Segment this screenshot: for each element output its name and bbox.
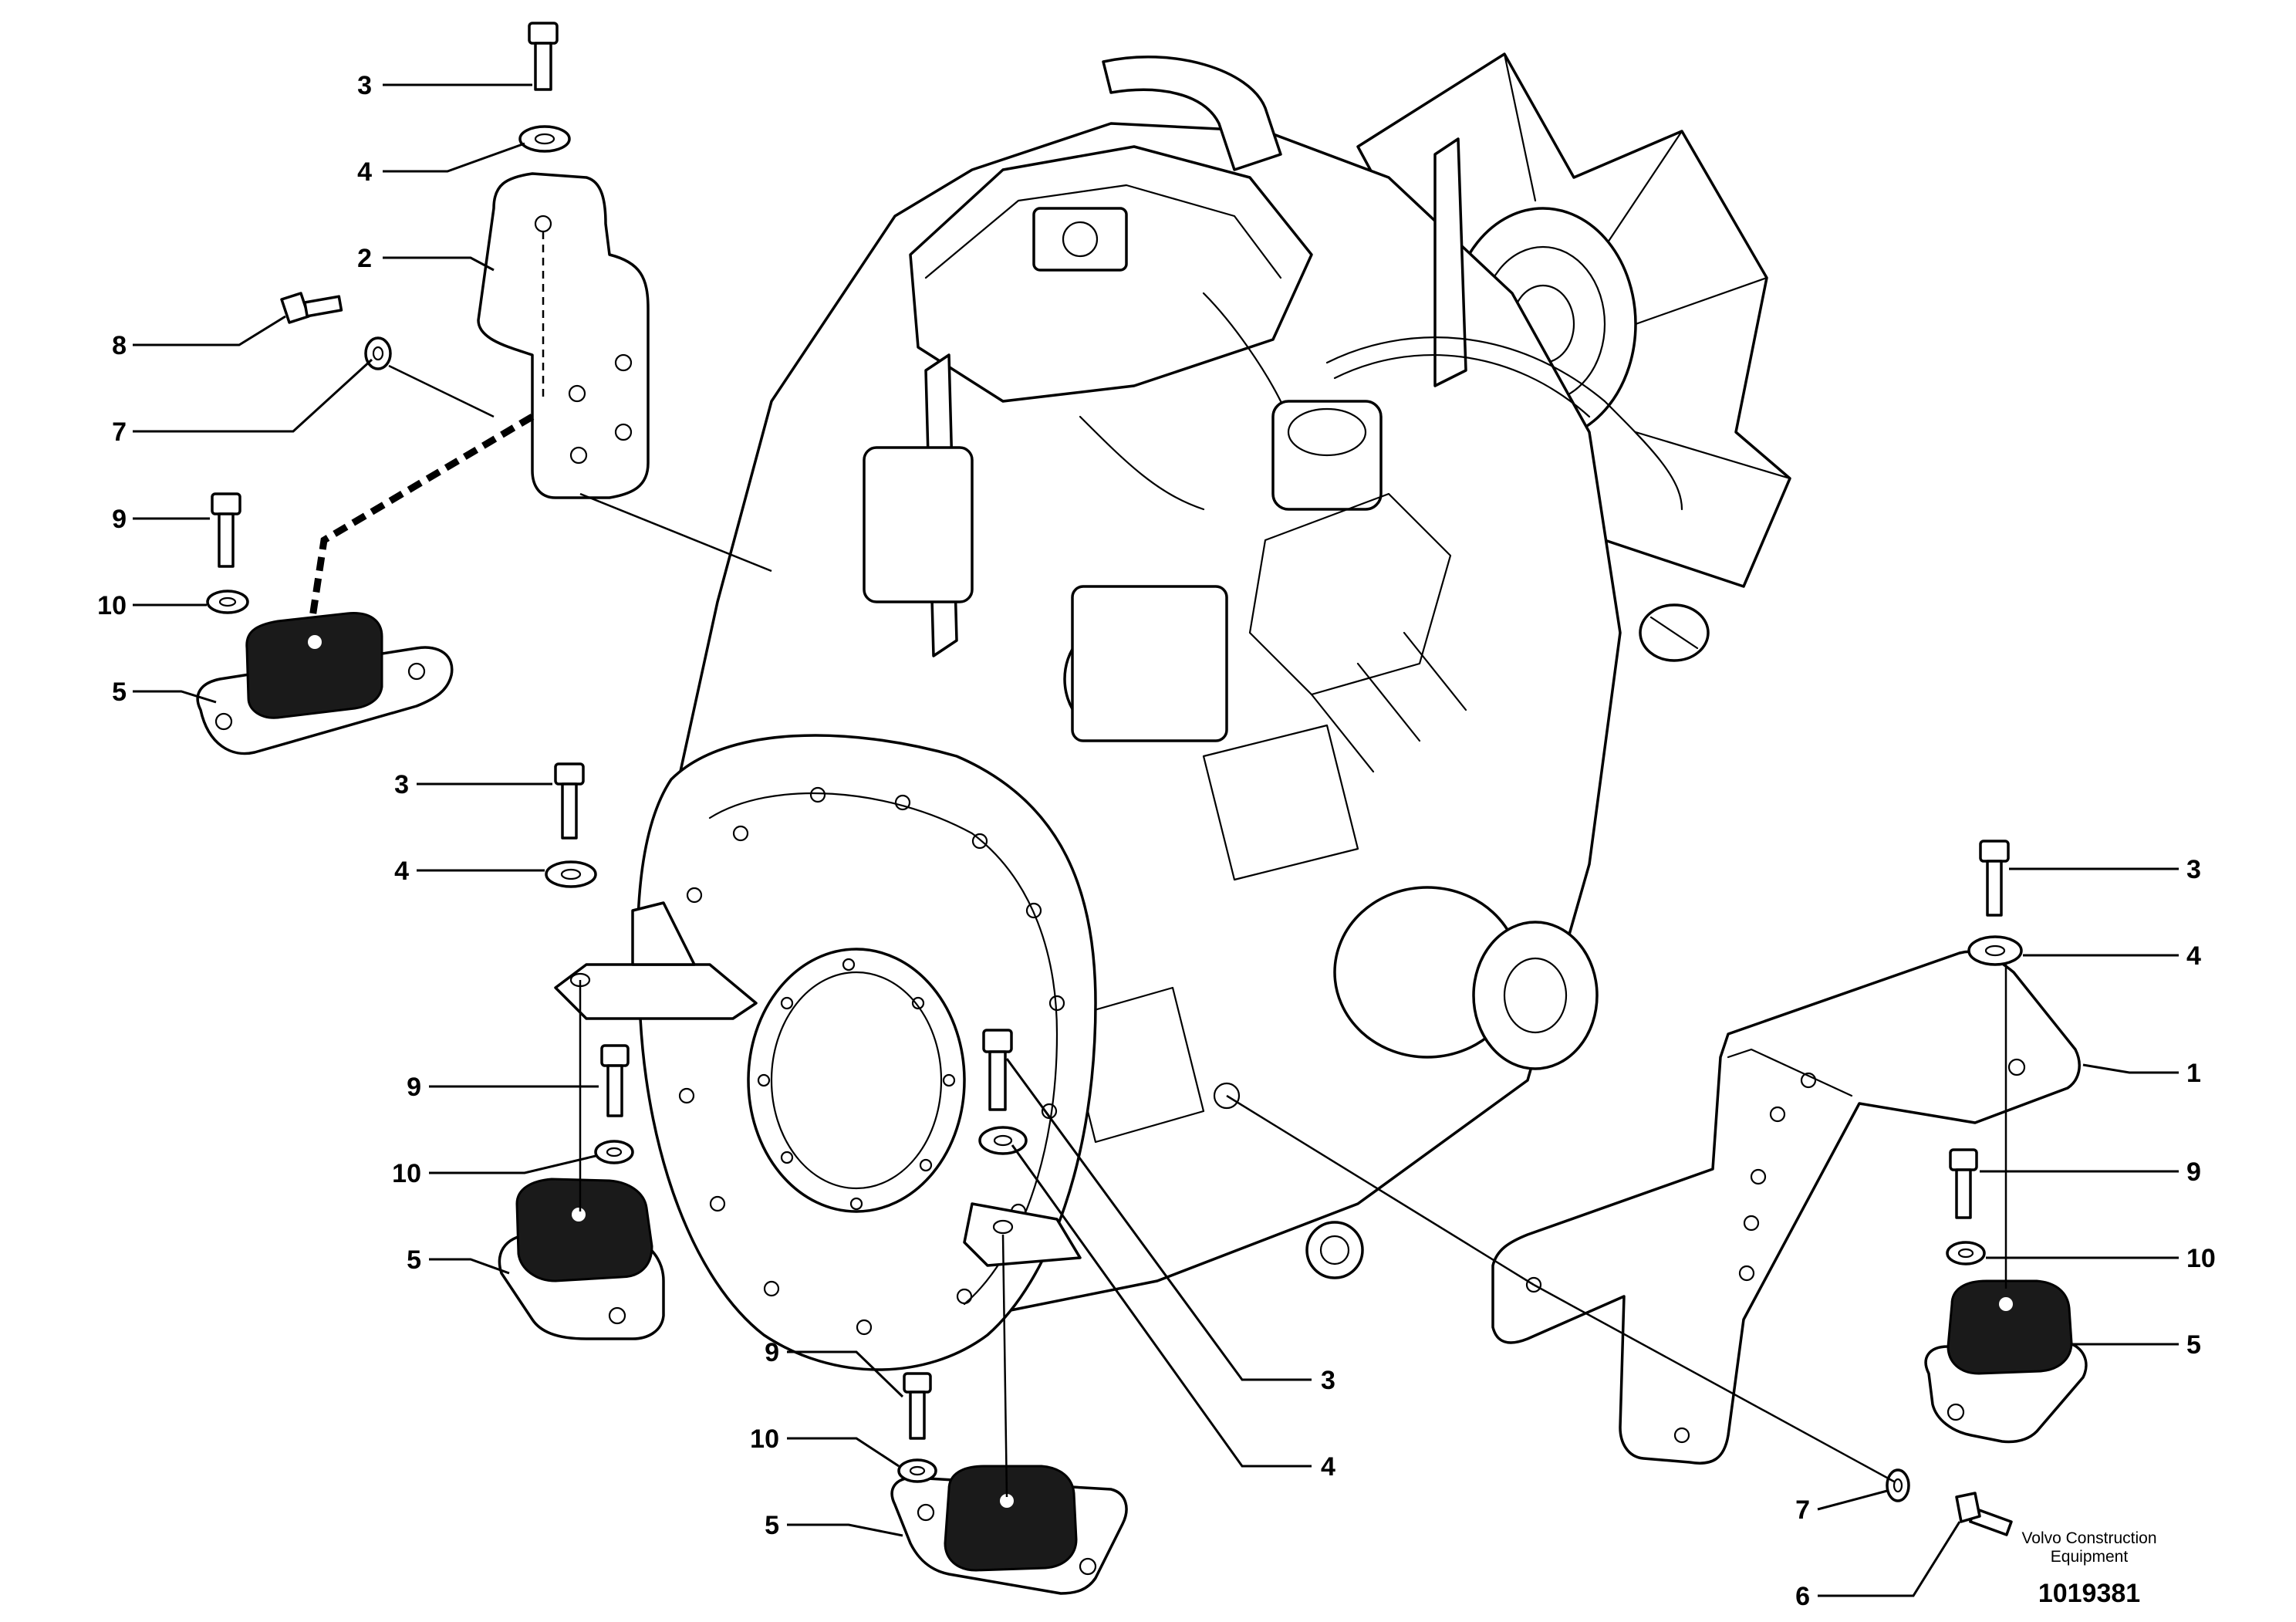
- engine-bracket-right: [1491, 950, 2081, 1465]
- engine-assembly: [554, 52, 1791, 1371]
- rubber-mount-upper-left: [196, 612, 454, 755]
- brand-line-2: Equipment: [2051, 1548, 2129, 1566]
- callout-5: 5: [2186, 1330, 2201, 1360]
- callout-4: 4: [1321, 1452, 1335, 1482]
- callout-1: 1: [2186, 1059, 2201, 1088]
- rubber-mount-middle-left: [498, 1178, 665, 1340]
- callout-2: 2: [357, 244, 372, 273]
- callout-7: 7: [1795, 1495, 1810, 1525]
- callout-numbers: 3 4 2 8 7 9 10 5 3 4 9 10 5 9 10 5 3 4 3…: [97, 71, 2216, 1611]
- callout-3: 3: [357, 71, 372, 100]
- callout-7: 7: [112, 417, 127, 447]
- rubber-mount-right: [1924, 1279, 2088, 1444]
- engine-bracket-left: [477, 172, 650, 499]
- callout-10: 10: [392, 1159, 421, 1188]
- callout-10: 10: [750, 1424, 779, 1454]
- callout-9: 9: [765, 1338, 779, 1367]
- assembly-axis-lines: [309, 364, 2007, 1498]
- callout-5: 5: [112, 678, 127, 707]
- callout-5: 5: [407, 1245, 421, 1275]
- callout-10: 10: [2186, 1244, 2216, 1273]
- callout-4: 4: [357, 157, 372, 187]
- document-number: 1019381: [2038, 1579, 2140, 1608]
- callout-4: 4: [394, 857, 409, 886]
- callout-3: 3: [394, 770, 409, 799]
- callout-leaders: [133, 83, 2179, 1597]
- callout-10: 10: [97, 591, 127, 620]
- callout-9: 9: [407, 1073, 421, 1102]
- callout-9: 9: [2186, 1157, 2201, 1187]
- callout-8: 8: [112, 331, 127, 360]
- brand-line-1: Volvo Construction: [2021, 1529, 2156, 1547]
- callout-5: 5: [765, 1511, 779, 1540]
- callout-3: 3: [1321, 1366, 1335, 1395]
- rubber-mount-bottom-center: [890, 1465, 1128, 1595]
- document-footer: Volvo Construction Equipment 1019381: [2021, 1529, 2156, 1608]
- callout-3: 3: [2186, 855, 2201, 884]
- callout-9: 9: [112, 505, 127, 534]
- callout-4: 4: [2186, 941, 2201, 971]
- washer-icon: [206, 125, 2023, 1502]
- bolt-icon: [211, 22, 2013, 1536]
- callout-6: 6: [1795, 1582, 1810, 1611]
